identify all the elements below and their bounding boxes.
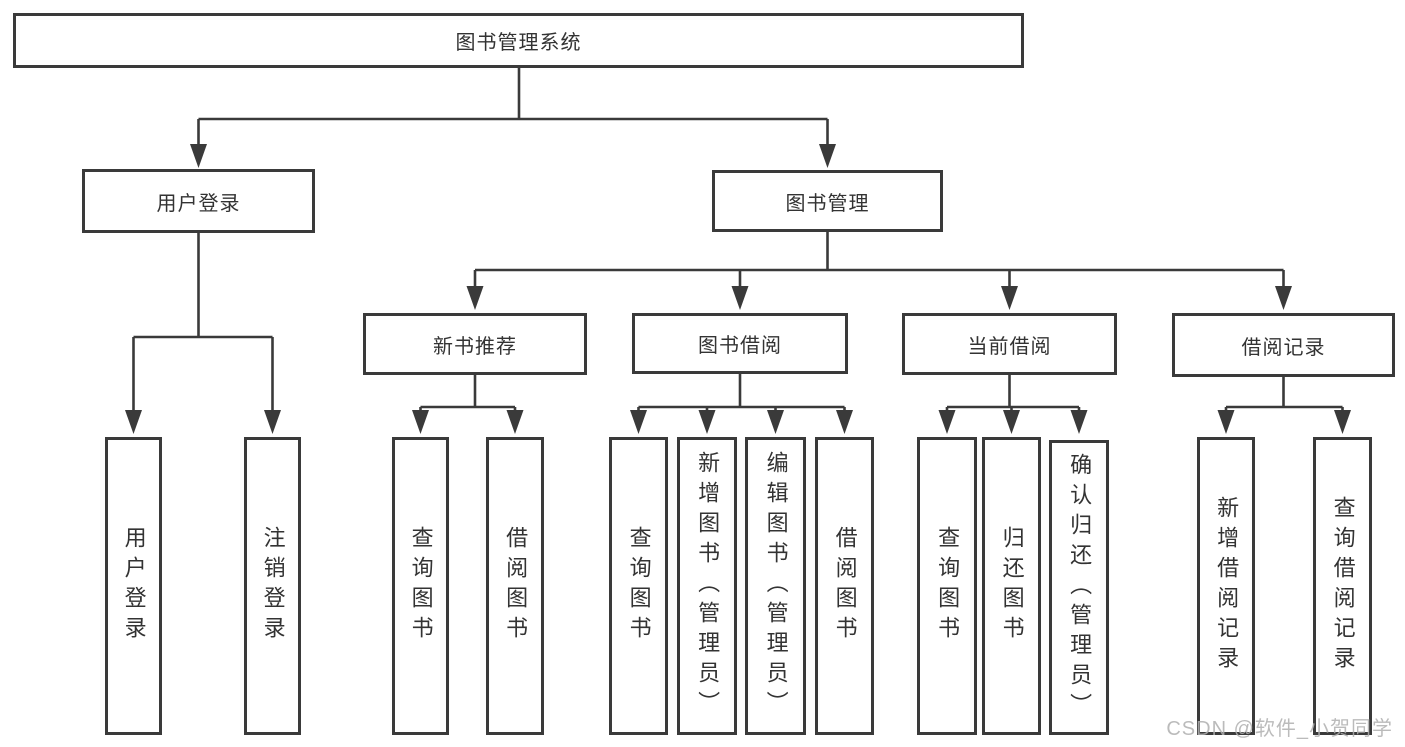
leaf-borrow-books-recommend: 借阅图书	[486, 437, 544, 735]
node-root-label: 图书管理系统	[455, 32, 582, 54]
node-book-borrow: 图书借阅	[632, 313, 848, 374]
leaf-borrow-books-label: 借阅图书	[832, 526, 858, 646]
leaf-edit-book-admin-label: 编辑图书（管理员）	[763, 451, 789, 721]
leaf-query-books-recommend-label: 查询图书	[408, 526, 434, 646]
node-book-management: 图书管理	[712, 170, 943, 232]
node-root: 图书管理系统	[13, 13, 1024, 68]
leaf-query-books-recommend: 查询图书	[392, 437, 449, 735]
node-user-login: 用户登录	[82, 169, 315, 233]
leaf-query-books-current-label: 查询图书	[935, 526, 961, 646]
node-borrow-records-label: 借阅记录	[1241, 336, 1326, 359]
leaf-add-book-admin-label: 新增图书（管理员）	[695, 451, 721, 721]
leaf-query-books-current: 查询图书	[917, 437, 977, 735]
leaf-confirm-return-admin: 确认归还（管理员）	[1049, 440, 1109, 735]
leaf-return-book-label: 归还图书	[999, 526, 1025, 646]
leaf-query-books-borrow-label: 查询图书	[626, 526, 652, 646]
node-book-management-label: 图书管理	[785, 192, 870, 215]
leaf-logout-label: 注销登录	[260, 526, 286, 646]
watermark: CSDN @软件_小贺同学	[1166, 718, 1393, 740]
node-current-borrow-label: 当前借阅	[967, 335, 1052, 358]
leaf-add-borrow-record: 新增借阅记录	[1197, 437, 1255, 735]
leaf-return-book: 归还图书	[982, 437, 1041, 735]
node-current-borrow: 当前借阅	[902, 313, 1117, 375]
leaf-user-login: 用户登录	[105, 437, 162, 735]
leaf-confirm-return-admin-label: 确认归还（管理员）	[1067, 452, 1093, 723]
leaf-add-book-admin: 新增图书（管理员）	[677, 437, 737, 735]
leaf-edit-book-admin: 编辑图书（管理员）	[745, 437, 806, 735]
leaf-borrow-books-recommend-label: 借阅图书	[503, 526, 529, 646]
node-book-borrow-label: 图书借阅	[698, 335, 782, 357]
leaf-logout: 注销登录	[244, 437, 301, 735]
node-borrow-records: 借阅记录	[1172, 313, 1395, 377]
node-new-book-recommend: 新书推荐	[363, 313, 587, 375]
leaf-add-borrow-record-label: 新增借阅记录	[1214, 496, 1240, 676]
node-new-book-recommend-label: 新书推荐	[433, 335, 517, 358]
leaf-user-login-label: 用户登录	[121, 526, 147, 646]
leaf-query-books-borrow: 查询图书	[609, 437, 668, 735]
leaf-query-borrow-record: 查询借阅记录	[1313, 437, 1372, 735]
node-user-login-label: 用户登录	[156, 192, 241, 215]
leaf-query-borrow-record-label: 查询借阅记录	[1330, 496, 1356, 676]
leaf-borrow-books: 借阅图书	[815, 437, 874, 735]
